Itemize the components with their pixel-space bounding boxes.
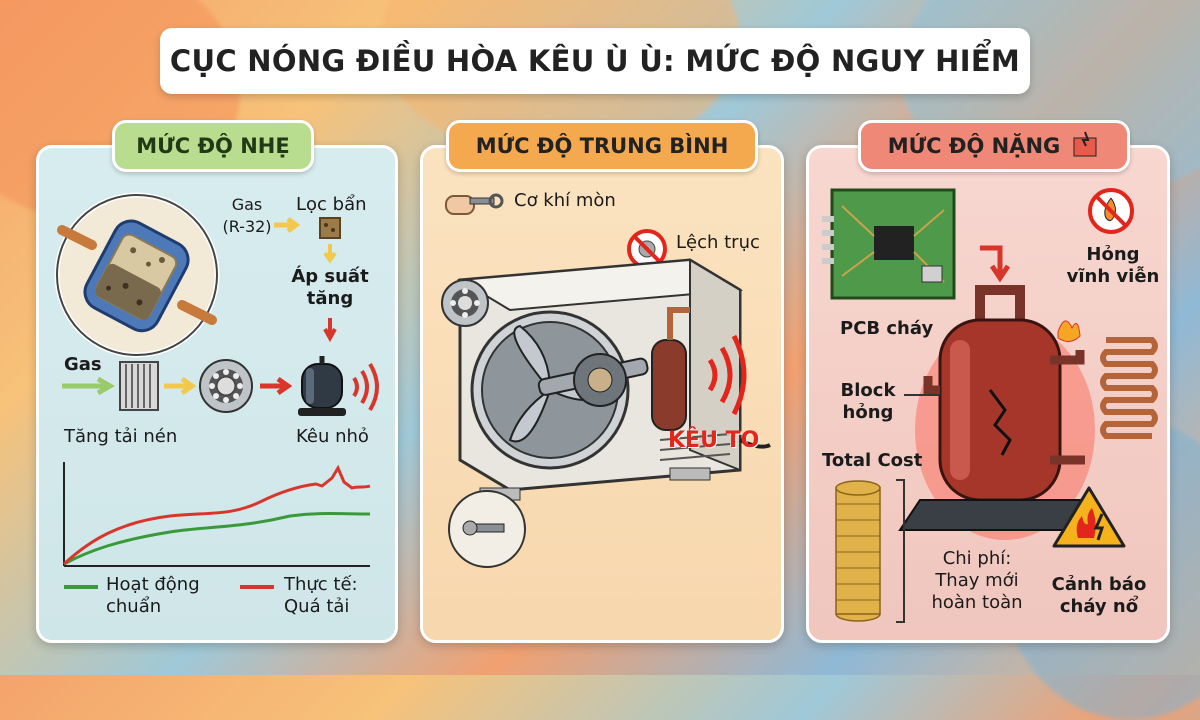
line-overload bbox=[62, 464, 371, 566]
copper-coil-icon bbox=[1100, 337, 1158, 439]
burning-compressor-illustration bbox=[898, 285, 1112, 540]
arrow-down-icon bbox=[323, 244, 337, 264]
label-gas-r32: Gas (R-32) bbox=[222, 195, 272, 236]
pcb-board-icon bbox=[822, 188, 956, 300]
outdoor-unit-illustration bbox=[456, 258, 771, 501]
bracket-line bbox=[896, 479, 905, 623]
label-dirty-filter: Lọc bẩn bbox=[296, 194, 367, 215]
sound-wave-icon bbox=[352, 362, 379, 412]
load-chart bbox=[62, 462, 371, 567]
arrow-red-icon bbox=[260, 376, 293, 396]
label-cost-text: Chi phí: Thay mới hoàn toàn bbox=[931, 548, 1023, 613]
compressor-icon bbox=[298, 356, 346, 416]
legend-actual: Thực tế: Quá tải bbox=[284, 574, 358, 617]
legend-normal-swatch bbox=[64, 585, 98, 589]
dirty-filter-icon bbox=[319, 217, 341, 239]
bearing-icon bbox=[441, 279, 489, 327]
filter-screen-icon bbox=[119, 361, 159, 411]
zoom-circle-bolt bbox=[448, 490, 526, 568]
label-block-fail: Block hỏng bbox=[840, 380, 896, 423]
coin-stack-icon bbox=[835, 480, 881, 622]
wrench-hand-icon bbox=[445, 193, 504, 215]
label-pcb-burn: PCB cháy bbox=[840, 318, 934, 339]
label-permanent: Hỏng vĩnh viễn bbox=[1066, 244, 1160, 287]
label-fire-warning: Cảnh báo cháy nổ bbox=[1051, 574, 1147, 617]
line-normal bbox=[63, 512, 371, 566]
label-gas: Gas bbox=[64, 354, 102, 375]
sound-wave-icon bbox=[707, 334, 747, 416]
label-loud: KÊU TO bbox=[668, 428, 760, 453]
badge-mild: MỨC ĐỘ NHẸ bbox=[112, 120, 314, 172]
badge-severe: MỨC ĐỘ NẶNG bbox=[858, 120, 1130, 172]
legend-overload-swatch bbox=[240, 585, 274, 589]
label-load-increase: Tăng tải nén bbox=[64, 426, 178, 447]
label-total-cost: Total Cost bbox=[822, 450, 923, 471]
label-quiet-noise: Kêu nhỏ bbox=[296, 426, 369, 447]
burning-chip-icon bbox=[1073, 131, 1097, 157]
fire-warning-icon bbox=[1052, 486, 1126, 548]
label-misalign: Lệch trục bbox=[676, 232, 760, 253]
label-worn-mech: Cơ khí mòn bbox=[514, 190, 616, 211]
arrow-down-red-icon bbox=[323, 318, 337, 343]
no-fire-icon bbox=[1088, 188, 1134, 234]
arrow-icon bbox=[274, 217, 301, 233]
arrow-icon bbox=[164, 376, 197, 396]
pointer-line bbox=[904, 394, 940, 396]
arrow-red-icon bbox=[980, 245, 1011, 283]
no-symbol-icon bbox=[627, 229, 667, 269]
filter-drier-icon bbox=[54, 192, 220, 358]
label-pressure-up: Áp suất tăng bbox=[291, 266, 369, 309]
bearing-icon bbox=[199, 359, 253, 413]
legend-normal: Hoạt động chuẩn bbox=[106, 574, 200, 617]
page-title: CỤC NÓNG ĐIỀU HÒA KÊU Ù Ù: MỨC ĐỘ NGUY H… bbox=[160, 28, 1030, 94]
arrow-icon bbox=[62, 376, 115, 396]
badge-severe-label: MỨC ĐỘ NẶNG bbox=[887, 134, 1061, 158]
badge-medium: MỨC ĐỘ TRUNG BÌNH bbox=[446, 120, 758, 172]
